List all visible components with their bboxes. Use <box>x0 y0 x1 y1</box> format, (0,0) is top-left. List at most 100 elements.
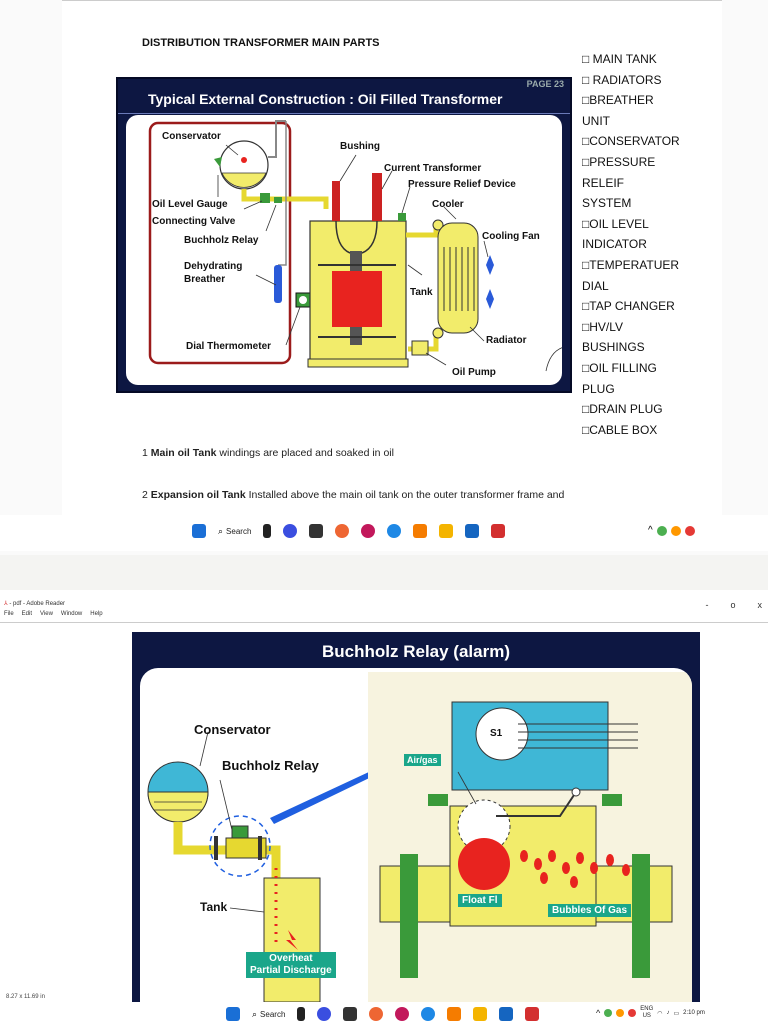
label-radiator: Radiator <box>486 335 527 346</box>
buchholz-diagram <box>147 672 692 1002</box>
browser-icon[interactable] <box>395 1007 410 1021</box>
dial-face <box>299 296 307 304</box>
edge-icon[interactable] <box>421 1007 436 1021</box>
list-item: UNIT <box>582 113 610 128</box>
radiator-fins <box>443 247 475 311</box>
list-item: □HV/LV <box>582 319 624 334</box>
camera-icon[interactable] <box>343 1007 358 1021</box>
acrobat-icon[interactable] <box>525 1007 540 1021</box>
language-indicator[interactable]: ENG US <box>640 1006 653 1020</box>
tray-app-icon-2[interactable] <box>670 525 681 536</box>
list-item: □CONSERVATOR <box>582 134 680 149</box>
lang-text: ENG <box>640 1006 654 1012</box>
chrome-icon[interactable] <box>369 1007 384 1021</box>
vlc-icon[interactable] <box>413 524 428 538</box>
pipe-flange-right <box>632 854 650 978</box>
edge-icon[interactable] <box>387 524 402 538</box>
chat-icon[interactable] <box>317 1007 332 1021</box>
menu-view[interactable]: View <box>40 611 53 617</box>
file-explorer-icon[interactable] <box>439 524 454 538</box>
flange-right <box>258 836 262 860</box>
cooler-joint-bottom <box>432 327 444 339</box>
volume-icon[interactable]: ♪ <box>666 1010 670 1016</box>
cooler-joint-top <box>432 219 444 231</box>
overheat-spark-icon <box>286 930 298 950</box>
windows-start-icon[interactable] <box>192 524 206 538</box>
tray-app-icon[interactable] <box>656 525 667 536</box>
taskbar-search[interactable]: ⌕ Search <box>218 526 251 537</box>
chevron-up-icon[interactable]: ^ <box>596 1008 601 1018</box>
menu-window[interactable]: Window <box>60 611 83 617</box>
conservator-frame <box>148 121 292 365</box>
camera-icon[interactable] <box>309 524 324 538</box>
cooling-fan-top <box>486 255 494 275</box>
core-top <box>350 251 362 271</box>
chat-icon[interactable] <box>283 524 298 538</box>
conservator-oil <box>221 172 267 188</box>
title-divider <box>118 113 570 114</box>
maximize-button[interactable]: o <box>730 600 736 610</box>
label-current-transformer: Current Transformer <box>384 163 482 174</box>
search-icon: ⌕ <box>252 1008 258 1019</box>
label-tank: Tank <box>200 900 228 914</box>
label-switch: S1 <box>490 728 503 739</box>
taskbar-search[interactable]: ⌕ Search <box>252 1009 285 1020</box>
word-icon[interactable] <box>499 1007 514 1021</box>
tray-app-icon-3[interactable] <box>684 525 695 536</box>
partial-discharge-text: Partial Discharge <box>250 965 332 976</box>
list-item: □ MAIN TANK <box>582 52 657 66</box>
list-item: □CABLE BOX <box>582 422 658 437</box>
buchholz-relay <box>274 197 282 203</box>
tray-app-icon-2[interactable] <box>616 1009 625 1017</box>
window-title-text: - pdf - Adobe Reader <box>9 601 66 607</box>
transformer-figure: PAGE 23 Typical External Construction : … <box>116 77 572 393</box>
wifi-icon[interactable]: ◠ <box>657 1010 663 1017</box>
label-pressure-relief: Pressure Relief Device <box>408 179 516 190</box>
page-heading: DISTRIBUTION TRANSFORMER MAIN PARTS <box>142 37 380 49</box>
menu-bar: File Edit View Window Help <box>4 611 103 617</box>
connecting-pipe <box>241 189 329 209</box>
tray-app-icon[interactable] <box>604 1009 613 1017</box>
lead-right <box>361 220 378 254</box>
bushing-right <box>372 173 382 221</box>
top-screen: DISTRIBUTION TRANSFORMER MAIN PARTS □ MA… <box>0 0 768 551</box>
browser-icon[interactable] <box>361 524 376 538</box>
chrome-icon[interactable] <box>335 524 350 538</box>
paragraph-1: 1 Main oil Tank windings are placed and … <box>142 447 394 459</box>
close-button[interactable]: x <box>757 600 763 610</box>
reader-titlebar: ⅄ - pdf - Adobe Reader File Edit View Wi… <box>0 590 768 623</box>
acrobat-icon: ⅄ <box>4 601 8 607</box>
acrobat-icon[interactable] <box>491 524 506 538</box>
para-term: Main oil Tank <box>150 447 217 459</box>
menu-help[interactable]: Help <box>90 611 103 617</box>
transformer-core <box>332 271 382 327</box>
label-air-gas: Air/gas <box>404 754 441 766</box>
minimize-button[interactable]: - <box>705 600 709 610</box>
overheat-text: Overheat <box>269 953 313 964</box>
menu-file[interactable]: File <box>4 611 14 617</box>
dehydrating-pipe <box>278 121 287 266</box>
window-title: ⅄ - pdf - Adobe Reader <box>4 600 65 607</box>
vlc-icon[interactable] <box>447 1007 462 1021</box>
taskbar-top: ⌕ Search ^ <box>0 515 768 551</box>
gas-bubbles <box>520 850 630 888</box>
flange-cap-left <box>428 794 448 806</box>
menu-edit[interactable]: Edit <box>21 611 33 617</box>
task-view-icon[interactable] <box>263 524 272 538</box>
clock[interactable]: 2:10 pm <box>683 1010 705 1016</box>
relay-switch-housing <box>231 825 249 839</box>
titlebar-divider <box>0 622 768 623</box>
task-view-icon[interactable] <box>297 1007 306 1021</box>
search-label: Search <box>260 1009 286 1019</box>
flange-left <box>214 836 218 860</box>
system-tray: ^ ENG US ◠ ♪ ▭ 2:10 pm <box>596 1006 705 1020</box>
chevron-up-icon[interactable]: ^ <box>648 525 653 536</box>
tray-app-icon-3[interactable] <box>628 1009 637 1017</box>
word-icon[interactable] <box>465 524 480 538</box>
switch-dial <box>475 707 529 761</box>
file-explorer-icon[interactable] <box>473 1007 488 1021</box>
windows-start-icon[interactable] <box>226 1007 240 1021</box>
battery-icon[interactable]: ▭ <box>673 1010 680 1017</box>
list-item: INDICATOR <box>582 237 647 252</box>
list-item: □BREATHER <box>582 93 654 108</box>
